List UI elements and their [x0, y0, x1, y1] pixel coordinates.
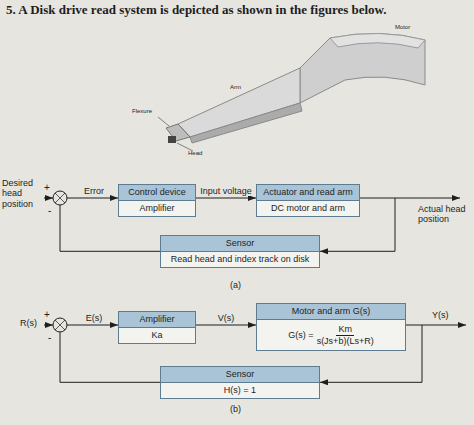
- block-box: SensorRead head and index track on disk: [160, 235, 320, 268]
- part-name: Arm: [230, 84, 241, 91]
- block-title-band: Control device: [119, 185, 195, 201]
- block-title: Sensor: [226, 238, 255, 248]
- block-box: SensorH(s) = 1: [160, 366, 320, 399]
- transfer-function: G(s) =: [288, 330, 313, 341]
- block-title-band: Sensor: [161, 367, 319, 383]
- block-body: DC motor and arm: [257, 201, 359, 216]
- signal-name: V(s): [218, 313, 235, 323]
- signal-name: -: [48, 205, 51, 217]
- block-title-band: Motor and arm G(s): [257, 304, 405, 320]
- heading: 5. A Disk drive read system is depicted …: [6, 3, 387, 18]
- input-wire: [44, 325, 53, 326]
- summing-junction: [53, 318, 67, 332]
- signal-name: Desired head position: [2, 178, 42, 209]
- block-title-band: Amplifier: [119, 312, 195, 328]
- signal-name: +: [44, 309, 50, 321]
- block-body-text: H(s) = 1: [224, 385, 256, 396]
- disk-drive-illustration: [158, 33, 425, 151]
- fraction: Kms(Js+b)(Ls+R): [317, 324, 374, 347]
- block-body: G(s) = Kms(Js+b)(Ls+R): [257, 320, 405, 351]
- output-wire: [422, 325, 466, 326]
- signal-name: R(s): [20, 318, 37, 328]
- figure-caption: (b): [230, 404, 241, 414]
- denominator: s(Js+b)(Ls+R): [317, 336, 374, 347]
- block-title: Control device: [128, 187, 186, 197]
- signal-name: +: [44, 182, 50, 194]
- block-title-band: Sensor: [161, 236, 319, 252]
- signal-name: Actual head position: [418, 204, 470, 225]
- signal-name: E(s): [86, 313, 103, 323]
- part-name: Flexure: [132, 108, 152, 115]
- block-title-band: Actuator and read arm: [257, 185, 359, 201]
- block-title: Actuator and read arm: [263, 187, 353, 197]
- block-title: Amplifier: [139, 314, 174, 324]
- block-body-text: Ka: [151, 330, 162, 341]
- block-body: H(s) = 1: [161, 383, 319, 398]
- block-box: Control deviceAmplifier: [118, 184, 196, 217]
- signal-line: [196, 198, 256, 199]
- block-body: Read head and index track on disk: [161, 252, 319, 267]
- part-name: Head: [188, 150, 202, 157]
- summing-junction: [53, 191, 67, 205]
- block-body-text: Read head and index track on disk: [171, 254, 310, 265]
- block-box: Actuator and read arm DC motor and arm: [256, 184, 360, 217]
- signal-line: [196, 325, 256, 326]
- signal-name: Input voltage: [200, 186, 252, 196]
- signal-name: Error: [84, 186, 104, 196]
- block-title: Motor and arm G(s): [292, 306, 371, 316]
- block-box: Motor and arm G(s) G(s) = Kms(Js+b)(Ls+R): [256, 303, 406, 351]
- block-body: Amplifier: [119, 201, 195, 216]
- part-name: Motor: [395, 24, 410, 31]
- input-wire: [44, 198, 53, 199]
- block-title: Sensor: [226, 369, 255, 379]
- block-body-text: DC motor and arm: [271, 203, 345, 214]
- block-body: Ka: [119, 328, 195, 343]
- signal-name: -: [48, 332, 51, 344]
- block-body-text: Amplifier: [139, 203, 174, 214]
- signal-name: Y(s): [432, 310, 449, 320]
- figure-caption: (a): [230, 280, 241, 290]
- numerator: Km: [336, 324, 354, 336]
- block-box: AmplifierKa: [118, 311, 196, 344]
- output-wire: [395, 198, 460, 199]
